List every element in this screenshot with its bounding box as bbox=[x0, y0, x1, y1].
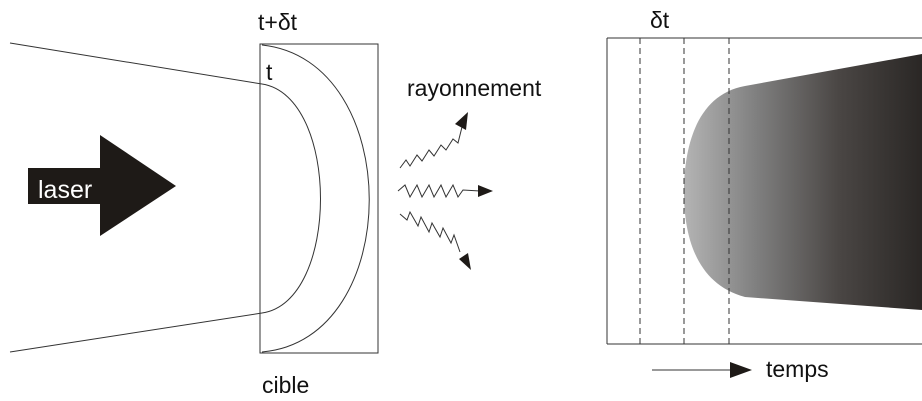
time-panel bbox=[606, 37, 922, 345]
target-block bbox=[259, 43, 379, 354]
wavy-arrow-icon bbox=[399, 112, 468, 169]
target-label: cible bbox=[262, 372, 309, 398]
front-curve-t bbox=[261, 83, 321, 314]
laser-label: laser bbox=[38, 176, 92, 204]
time-label-t: t bbox=[266, 59, 273, 85]
front-curve-t-dt bbox=[261, 44, 370, 353]
laser-beam bbox=[9, 42, 263, 353]
radiation-label: rayonnement bbox=[407, 75, 542, 101]
radiation-arrows bbox=[397, 112, 493, 270]
time-label-t-dt: t+δt bbox=[258, 9, 298, 35]
delta-t-label: δt bbox=[650, 7, 670, 33]
time-label: temps bbox=[766, 356, 829, 382]
beam-lower-edge bbox=[9, 312, 263, 353]
beam-upper-edge bbox=[9, 42, 263, 85]
laser-arrow-icon bbox=[28, 135, 176, 236]
wavy-arrow-icon bbox=[399, 210, 471, 270]
target bbox=[259, 43, 379, 354]
emission-profile bbox=[684, 54, 922, 310]
wavy-arrow-icon bbox=[397, 183, 493, 199]
time-arrow-icon bbox=[652, 362, 752, 378]
